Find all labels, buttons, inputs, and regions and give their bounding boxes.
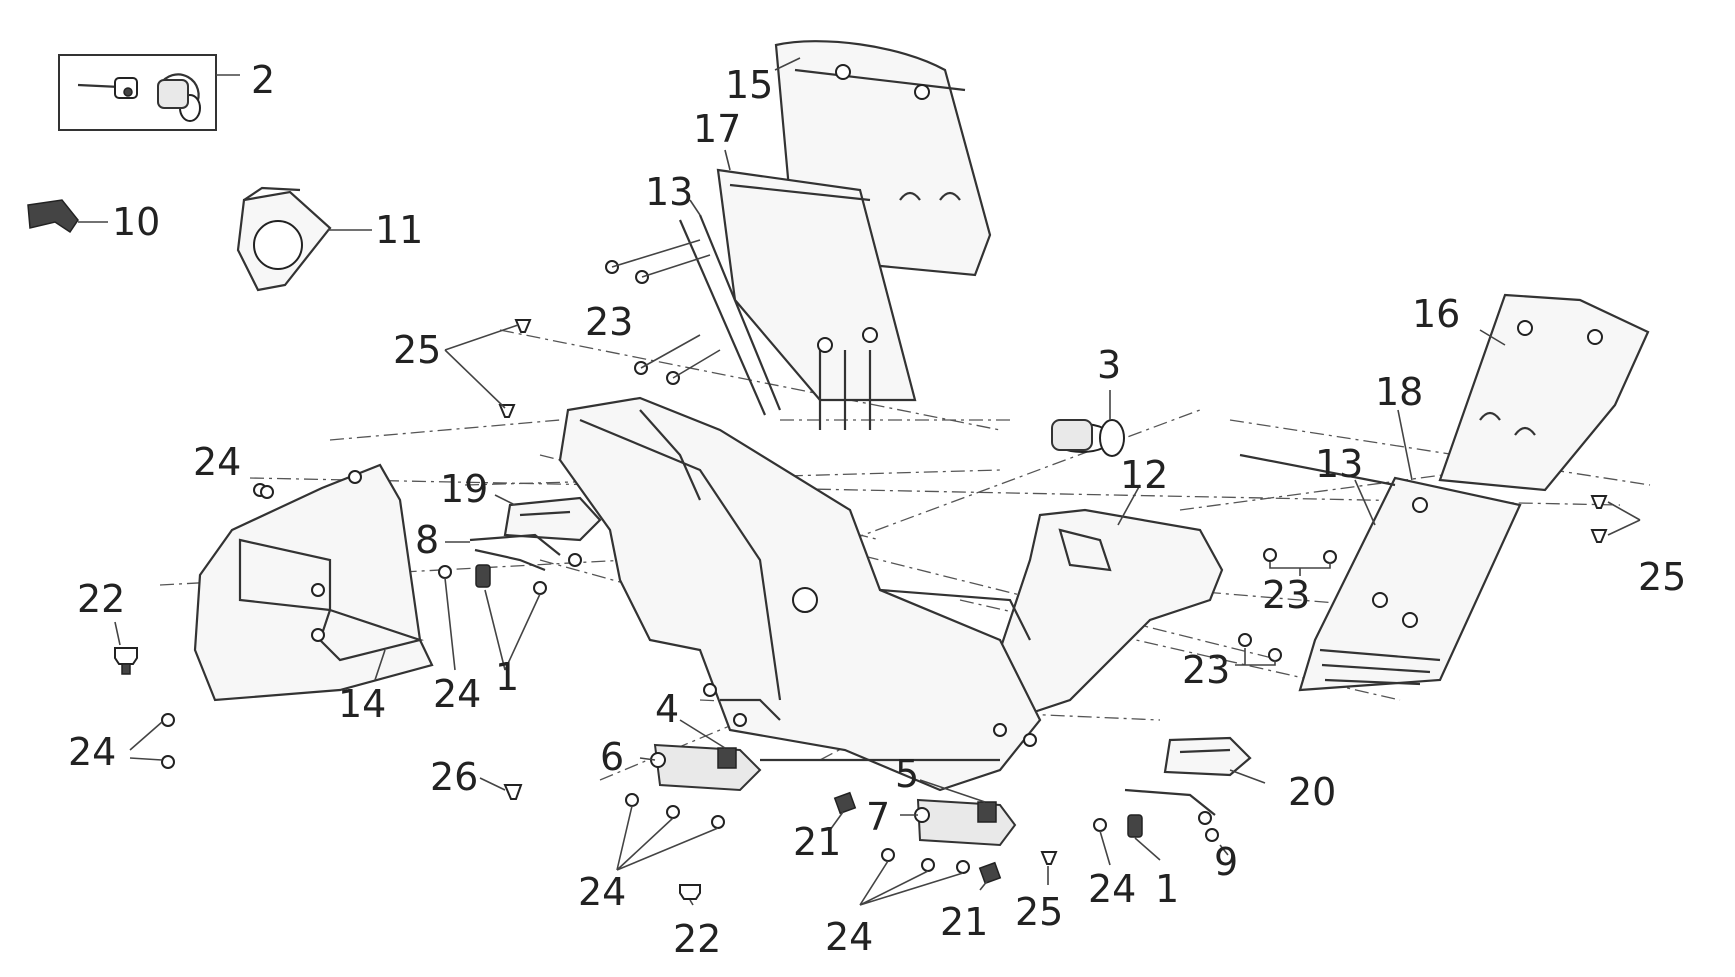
callout-24-bottom-center-left: 24 — [578, 870, 626, 914]
callout-14: 14 — [338, 682, 386, 726]
part-9-latch-bracket — [1093, 788, 1229, 866]
callout-24-top-left: 24 — [193, 440, 241, 484]
callout-1-right: 1 — [1155, 867, 1179, 911]
part-23-screws-right-lower — [1235, 633, 1282, 666]
callout-22-left: 22 — [77, 577, 125, 621]
callout-24-right: 24 — [1088, 867, 1136, 911]
part-4-6-clip-bracket-left — [639, 719, 762, 792]
part-14-left-side-panel — [193, 463, 434, 702]
callout-5: 5 — [895, 752, 919, 796]
callout-21-right: 21 — [940, 900, 988, 944]
callout-13-right: 13 — [1315, 442, 1363, 486]
part-21-nut-right — [978, 861, 1002, 891]
part-12-rear-fender — [998, 484, 1224, 722]
part-5-7-clip-bracket-center — [900, 779, 1017, 847]
part-2-key-assembly — [58, 54, 240, 131]
callout-23-right-upper: 23 — [1262, 573, 1310, 617]
part-24-screw-top-left — [260, 485, 274, 499]
part-11-bracket — [236, 186, 372, 292]
part-8-latch-bracket — [445, 533, 561, 588]
part-25-push-pins-left — [444, 319, 532, 418]
part-22-bolt-bottom — [679, 884, 701, 906]
callout-17: 17 — [693, 107, 741, 151]
callout-19: 19 — [440, 467, 488, 511]
callout-24-bottom-left: 24 — [68, 730, 116, 774]
callout-6: 6 — [600, 735, 624, 779]
part-23-screws-right-upper — [1263, 548, 1337, 576]
callout-1-left: 1 — [495, 655, 519, 699]
callout-9: 9 — [1214, 840, 1238, 884]
part-3-filler-cap — [1051, 390, 1125, 457]
part-24-screws-bottom-center-right — [859, 848, 970, 906]
callout-8: 8 — [415, 518, 439, 562]
callout-11: 11 — [375, 208, 423, 252]
part-20-rear-storage-lid — [1163, 736, 1266, 784]
part-18-rear-grille — [1298, 409, 1522, 692]
part-10-clip — [27, 199, 108, 234]
callout-21-left: 21 — [793, 820, 841, 864]
callout-18: 18 — [1375, 370, 1423, 414]
part-16-rear-rack-panel — [1438, 293, 1650, 492]
callout-4: 4 — [655, 687, 679, 731]
part-26-push-pin — [479, 777, 523, 800]
callout-15: 15 — [725, 63, 773, 107]
part-13-side-trim-left — [678, 199, 782, 416]
callout-13-left: 13 — [645, 170, 693, 214]
part-21-nut-left — [829, 791, 857, 831]
callout-24-latch: 24 — [433, 672, 481, 716]
part-25-push-pin-bottom — [1040, 851, 1058, 885]
part-24-screws-bottom-left — [129, 713, 175, 769]
part-24-screws-bottom-center-left — [616, 793, 725, 871]
part-23-screws-top — [605, 239, 721, 385]
callout-25-bottom: 25 — [1015, 890, 1063, 934]
callout-12: 12 — [1120, 453, 1168, 497]
callout-22-bottom: 22 — [673, 917, 721, 961]
callout-20: 20 — [1288, 770, 1336, 814]
callout-2: 2 — [251, 58, 275, 102]
part-22-bolt-left — [114, 621, 138, 675]
part-main-front-fender — [558, 396, 1042, 792]
callout-23-top: 23 — [585, 300, 633, 344]
callout-24-bottom-center-right: 24 — [825, 915, 873, 959]
callout-25-left: 25 — [393, 328, 441, 372]
callout-3: 3 — [1097, 343, 1121, 387]
callout-26: 26 — [430, 755, 478, 799]
part-13-side-trim-right — [1239, 453, 1396, 526]
callout-23-right-lower: 23 — [1182, 648, 1230, 692]
callout-10: 10 — [112, 200, 160, 244]
callout-25-right: 25 — [1638, 555, 1686, 599]
callout-16: 16 — [1412, 292, 1460, 336]
part-24-screws-latch — [438, 553, 582, 671]
part-25-push-pins-right — [1590, 495, 1641, 543]
callout-7: 7 — [866, 795, 890, 839]
part-17-front-grille — [716, 149, 917, 430]
part-19-storage-lid — [494, 494, 602, 542]
